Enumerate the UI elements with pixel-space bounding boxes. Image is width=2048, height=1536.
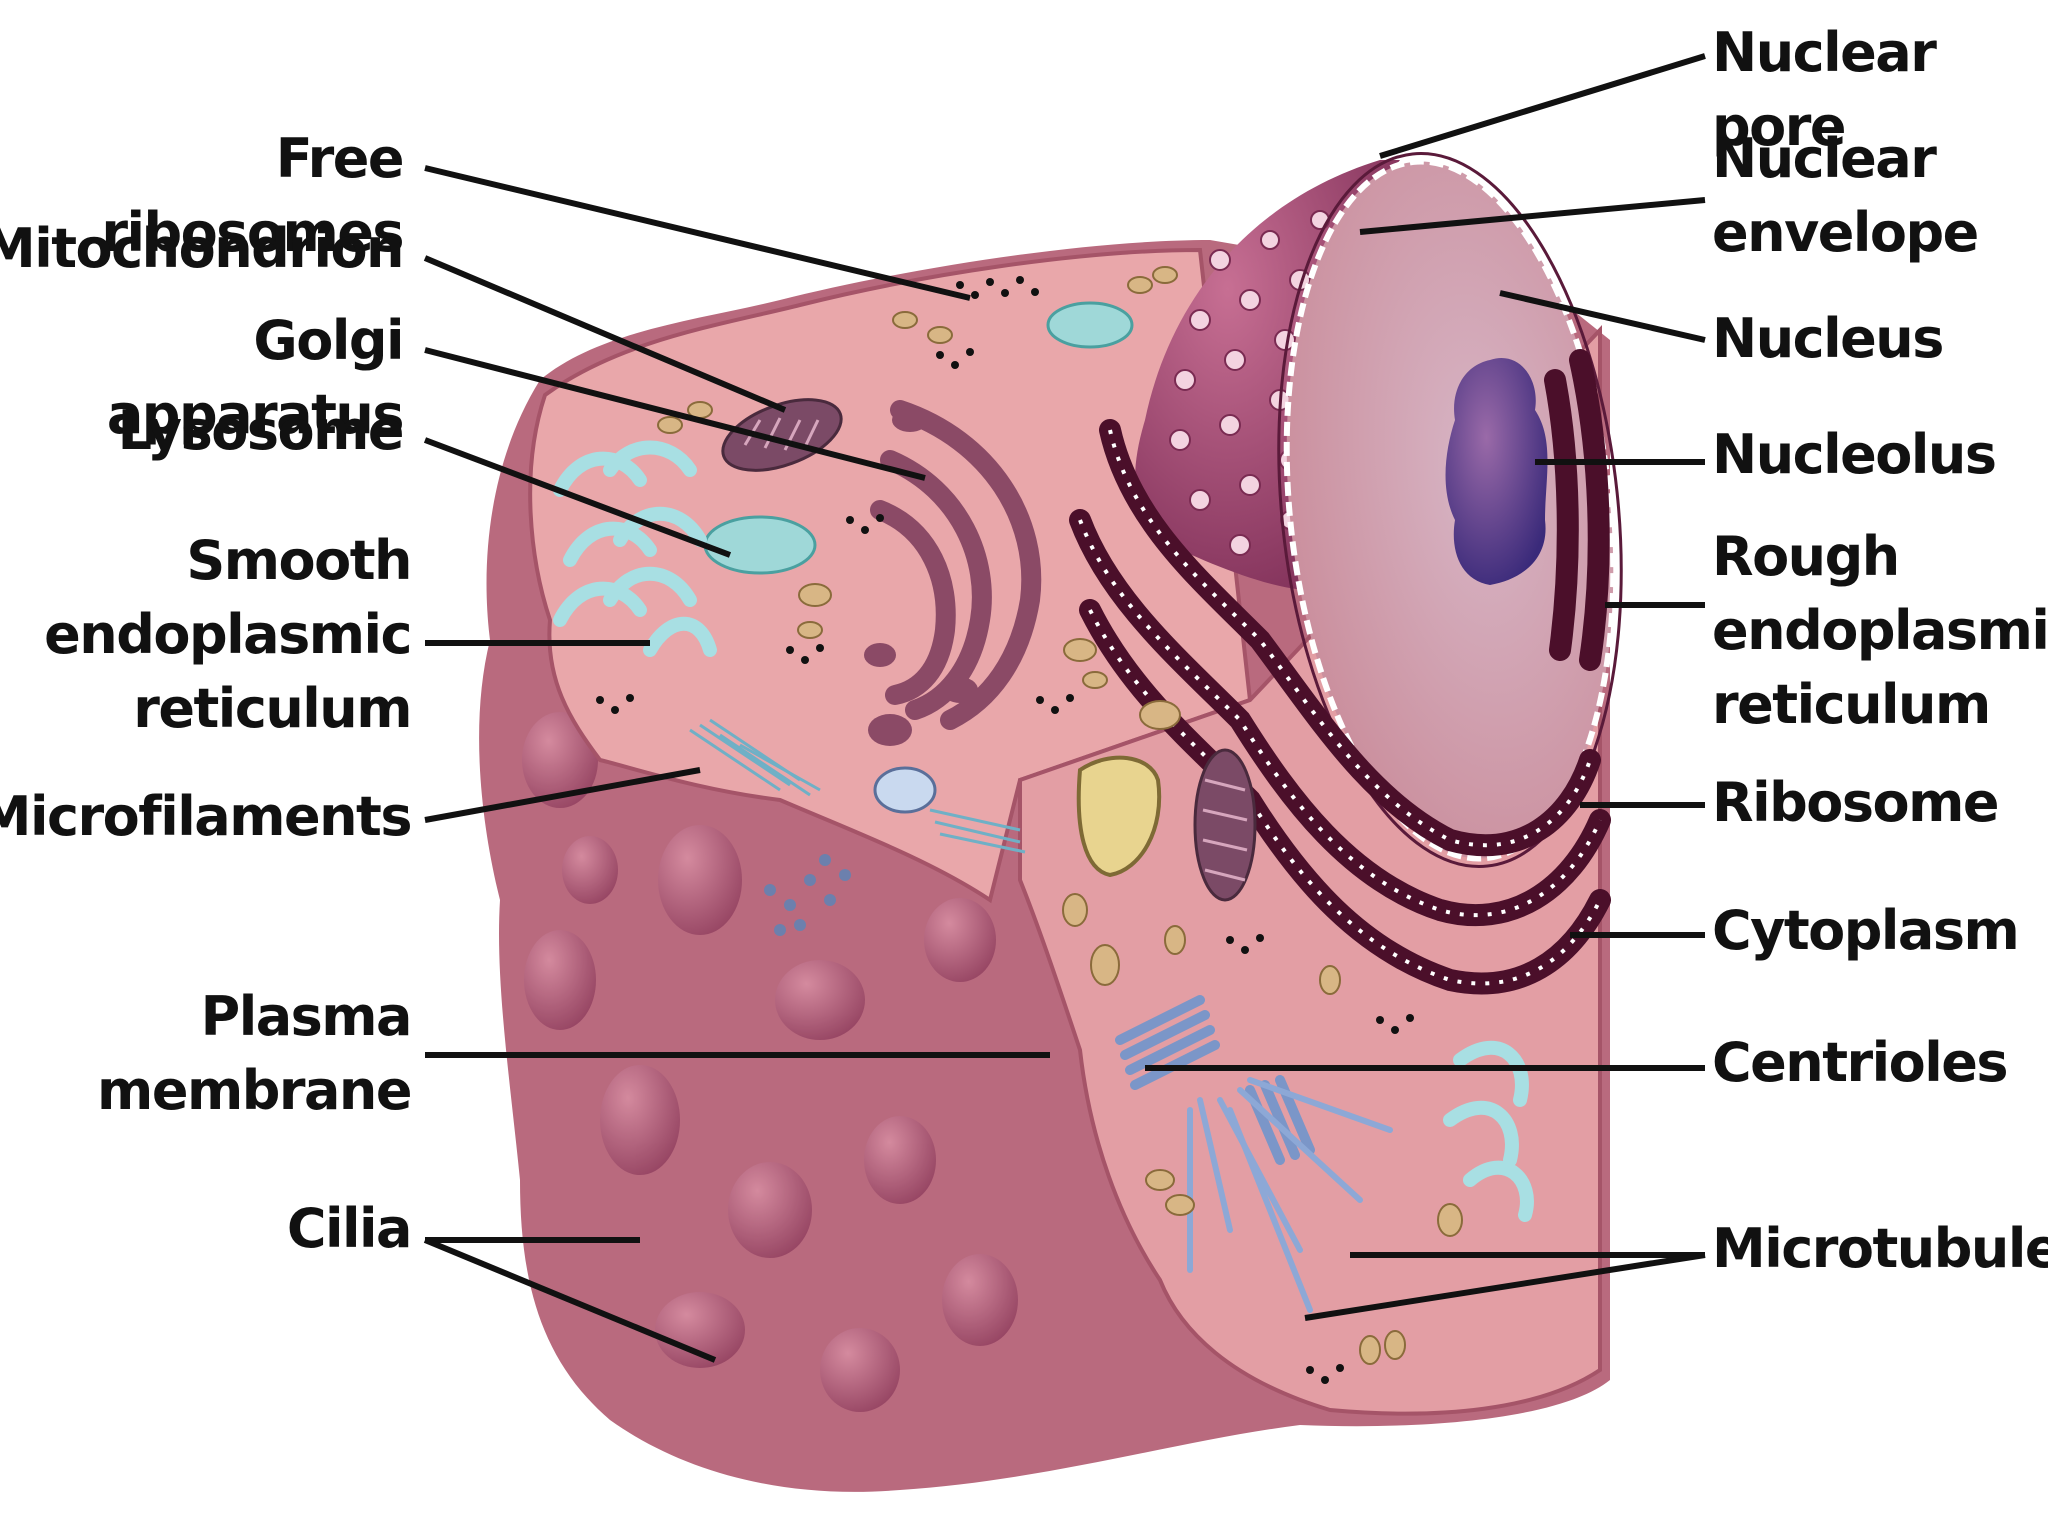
- microfilaments: [689, 718, 1026, 854]
- free-ribosomes: [596, 276, 1414, 1384]
- label-smooth-er: Smooth endoplasmic reticulum: [44, 529, 412, 740]
- vesicle: [873, 766, 937, 814]
- label-nuclear-pore: Nuclear pore: [1712, 21, 1937, 158]
- nucleus-face: [1283, 158, 1617, 862]
- vesicle-dots: [764, 854, 851, 936]
- label-mitochondrion: Mitochondrion: [0, 217, 405, 280]
- label-plasma-membrane: Plasma membrane: [97, 985, 412, 1122]
- label-centrioles: Centrioles: [1712, 1031, 2009, 1094]
- label-nucleus: Nucleus: [1712, 307, 1944, 370]
- golgi-vesicles: [864, 408, 978, 746]
- lysosome-2: [1046, 301, 1134, 349]
- label-lysosome: Lysosome: [117, 399, 405, 462]
- nucleolus: [1445, 358, 1548, 585]
- label-nuclear-envelope: Nuclear envelope: [1712, 127, 1979, 264]
- label-ribosome: Ribosome: [1712, 771, 1999, 834]
- label-free-ribosomes: Free ribosomes: [101, 127, 404, 264]
- mitochondrion-2: [1193, 748, 1257, 902]
- microtubules: [1187, 1077, 1393, 1313]
- secretory-vesicles: [657, 266, 1463, 1365]
- label-microtubules: Microtubules: [1712, 1217, 2048, 1280]
- lysosome: [703, 515, 817, 575]
- label-cilia: Cilia: [286, 1197, 413, 1260]
- label-cytoplasm: Cytoplasm: [1712, 899, 2020, 962]
- label-golgi-apparatus: Golgi apparatus: [106, 309, 405, 446]
- label-microfilaments: Microfilaments: [0, 785, 413, 848]
- label-rough-er: Rough endoplasmic reticulum: [1712, 525, 2048, 736]
- smooth-er: [553, 440, 1534, 1222]
- rough-er-ribosome-dots: [1078, 429, 1602, 986]
- label-nucleolus: Nucleolus: [1712, 423, 1997, 486]
- vacuole: [1076, 755, 1162, 878]
- surface-blobs: [522, 712, 1018, 1412]
- leader-lines: [423, 53, 1706, 1363]
